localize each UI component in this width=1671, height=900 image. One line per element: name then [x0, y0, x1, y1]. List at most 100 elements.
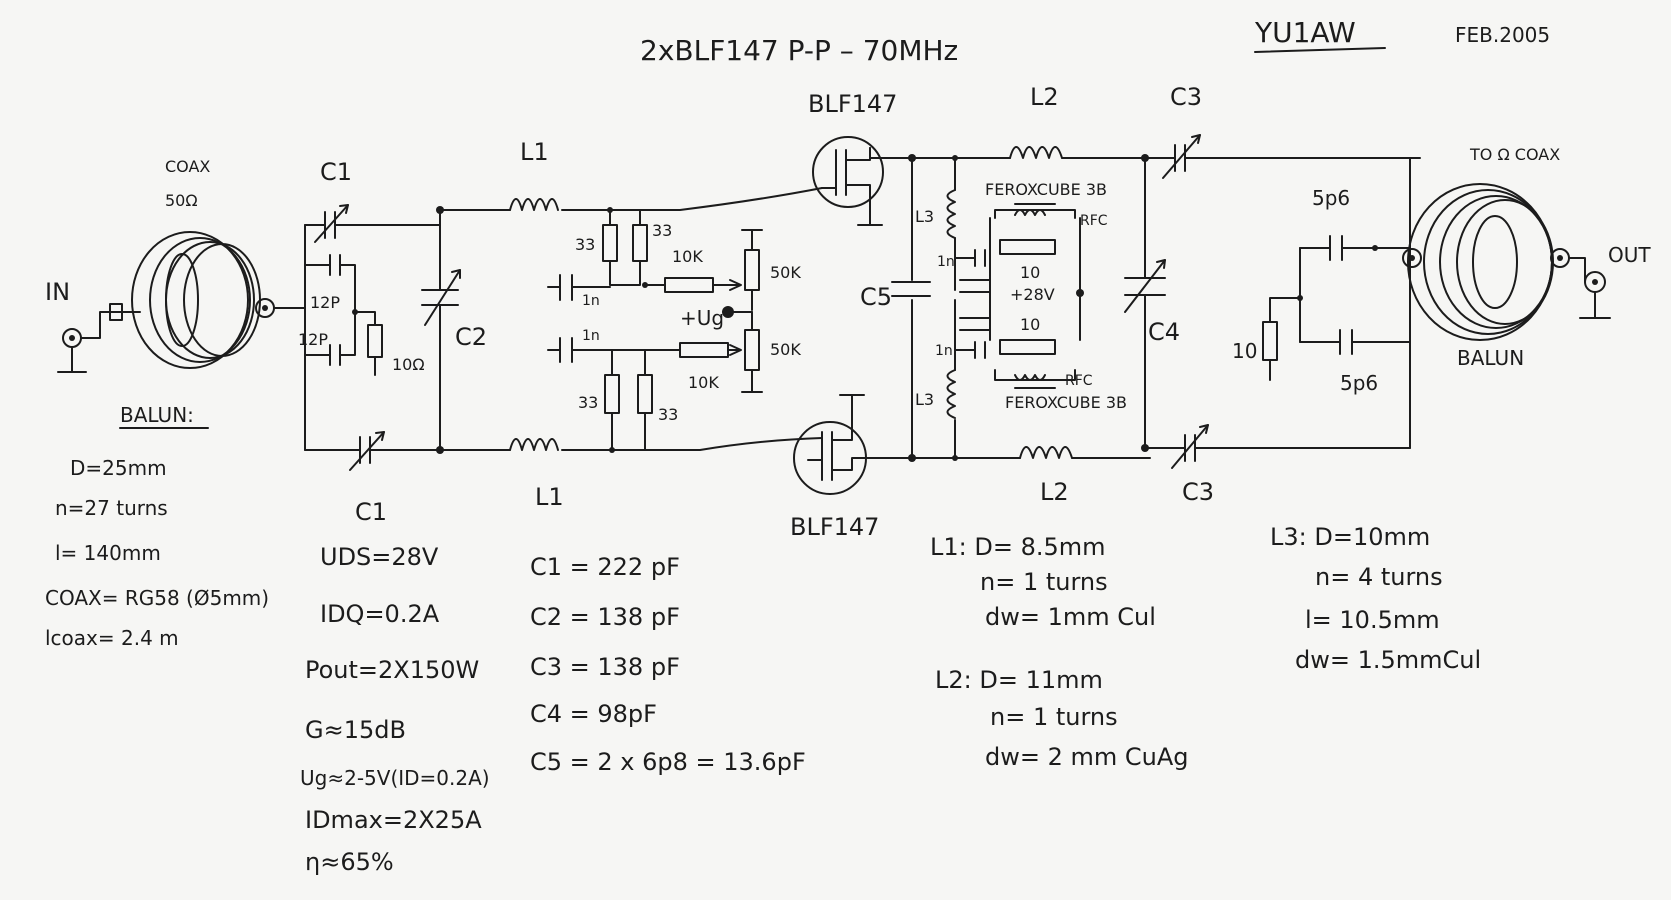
input-coax-plug — [109, 303, 123, 321]
resistor-33-4 — [637, 374, 653, 414]
svg-text:Ug≈2-5V(ID=0.2A): Ug≈2-5V(ID=0.2A) — [300, 766, 490, 790]
c2-capacitor — [421, 269, 461, 326]
svg-text:UDS=28V: UDS=28V — [320, 543, 439, 571]
svg-text:IDmax=2X25A: IDmax=2X25A — [305, 806, 482, 834]
l1-top-label: L1 — [520, 138, 549, 166]
svg-text:n= 1 turns: n= 1 turns — [990, 703, 1118, 731]
l1-notes: L1: D= 8.5mm n= 1 turns dw= 1mm Cul — [930, 533, 1156, 631]
c3-bot-label: C3 — [1182, 478, 1214, 506]
balun-out-left-node — [1402, 248, 1422, 268]
svg-text:C1 = 222 pF: C1 = 222 pF — [530, 553, 680, 581]
l2-bot-label: L2 — [1040, 478, 1069, 506]
resistor-10k-bot — [679, 342, 729, 358]
v28-label: +28V — [1010, 285, 1055, 304]
l1-top-inductor — [509, 198, 559, 211]
svg-text:n= 1 turns: n= 1 turns — [980, 568, 1108, 596]
c4-capacitor — [1124, 259, 1166, 313]
svg-text:l= 140mm: l= 140mm — [55, 541, 161, 565]
resistor-10k-top — [664, 277, 714, 293]
resistor-10-top-label: 10 — [1020, 263, 1040, 282]
c1-top-label: C1 — [320, 158, 352, 186]
resistor-10-top — [999, 239, 1056, 255]
resistor-33-3-label: 33 — [578, 393, 598, 412]
gate-top-wire — [624, 187, 823, 211]
ug-label: +Ug — [680, 306, 724, 330]
resistor-10k-top-label: 10K — [672, 247, 703, 266]
transistor-bot — [793, 419, 913, 495]
coax-out-label: TO Ω COAX — [1469, 145, 1560, 164]
svg-text:dw= 1.5mmCul: dw= 1.5mmCul — [1295, 646, 1481, 674]
svg-text:n=27 turns: n=27 turns — [55, 496, 168, 520]
rfc-top-label: RFC — [1080, 213, 1108, 229]
resistor-33-2-label: 33 — [652, 221, 672, 240]
svg-text:COAX= RG58 (Ø5mm): COAX= RG58 (Ø5mm) — [45, 586, 269, 610]
coax-in-label: COAX — [165, 157, 210, 176]
cap-1n-l3b-label: 1n — [935, 343, 953, 359]
l3-top-inductor — [946, 189, 956, 239]
c3-bot-capacitor — [1171, 424, 1209, 469]
svg-text:dw= 1mm Cul: dw= 1mm Cul — [985, 603, 1156, 631]
ug-terminal — [722, 306, 734, 318]
v28-terminal — [1076, 289, 1084, 297]
cap-12p-b-wire — [304, 311, 356, 356]
input-label: IN — [45, 278, 70, 306]
svg-text:L3: D=10mm: L3: D=10mm — [1270, 523, 1430, 551]
balun-out-label: BALUN — [1457, 346, 1524, 370]
c3-top-label: C3 — [1170, 83, 1202, 111]
cap-1n-l3a — [954, 249, 986, 267]
balun-notes: BALUN: D=25mm n=27 turns l= 140mm COAX= … — [45, 403, 269, 650]
svg-text:lcoax= 2.4 m: lcoax= 2.4 m — [45, 626, 179, 650]
input-feed-wire — [80, 311, 126, 339]
input-connector-pin — [69, 335, 75, 341]
svg-text:C2 = 138 pF: C2 = 138 pF — [530, 603, 680, 631]
l2-bot-inductor — [1019, 446, 1073, 459]
coax-in-impedance: 50Ω — [165, 191, 198, 210]
c1-bot-capacitor — [349, 431, 385, 471]
resistor-33-1-label: 33 — [575, 235, 595, 254]
cap-1n-l3a-label: 1n — [937, 254, 955, 270]
output-right-bus — [1374, 157, 1411, 449]
ferox-top-label: FEROXCUBE 3B — [985, 180, 1107, 199]
capacitor-values: C1 = 222 pF C2 = 138 pF C3 = 138 pF C4 =… — [530, 553, 806, 776]
transistor-bot-label: BLF147 — [790, 513, 879, 541]
l1-bot-inductor — [509, 438, 559, 451]
svg-text:dw= 2 mm CuAg: dw= 2 mm CuAg — [985, 743, 1189, 771]
cap-1n-bot-label: 1n — [582, 328, 600, 344]
pot-50k-bot-label: 50K — [770, 340, 801, 359]
l2-notes: L2: D= 11mm n= 1 turns dw= 2 mm CuAg — [935, 666, 1189, 771]
rfc-bot-label: RFC — [1065, 373, 1093, 389]
resistor-10-out-label: 10 — [1232, 339, 1257, 363]
cap-1n-top-label: 1n — [582, 293, 600, 309]
supply-decoupling — [959, 279, 991, 331]
l3-bot-label: L3 — [915, 390, 934, 409]
l3-notes: L3: D=10mm n= 4 turns l= 10.5mm dw= 1.5m… — [1270, 523, 1481, 674]
resistor-33-3 — [604, 374, 620, 414]
operating-notes: UDS=28V IDQ=0.2A Pout=2X150W G≈15dB Ug≈2… — [300, 543, 490, 876]
rfc-top — [994, 203, 1076, 219]
pot-50k-top-label: 50K — [770, 263, 801, 282]
rfc-bot — [994, 369, 1076, 389]
cap-1n-bot — [559, 337, 646, 363]
ferox-bot-label: FEROXCUBE 3B — [1005, 393, 1127, 412]
c1-bot-label: C1 — [355, 498, 387, 526]
transistor-bot-ground — [839, 394, 865, 421]
svg-text:η≈65%: η≈65% — [305, 848, 394, 876]
svg-text:C5 = 2 x 6p8 = 13.6pF: C5 = 2 x 6p8 = 13.6pF — [530, 748, 806, 776]
output-balun-coil — [1407, 183, 1554, 341]
resistor-33-2 — [632, 224, 648, 262]
c4-label: C4 — [1148, 318, 1180, 346]
output-ground-symbol — [1579, 291, 1611, 319]
resistor-10-out — [1262, 321, 1278, 361]
resistor-10k-bot-label: 10K — [688, 373, 719, 392]
svg-text:C3 = 138 pF: C3 = 138 pF — [530, 653, 680, 681]
resistor-33-4-label: 33 — [658, 405, 678, 424]
author-callsign: YU1AW — [1254, 16, 1356, 49]
drawing-date: FEB.2005 — [1455, 23, 1550, 47]
schematic-title: 2xBLF147 P-P – 70MHz — [640, 34, 958, 67]
c3-top-capacitor — [1162, 134, 1201, 179]
pot-50k-bot — [744, 329, 760, 371]
svg-text:l= 10.5mm: l= 10.5mm — [1305, 606, 1440, 634]
resistor-10-bot — [999, 339, 1056, 355]
